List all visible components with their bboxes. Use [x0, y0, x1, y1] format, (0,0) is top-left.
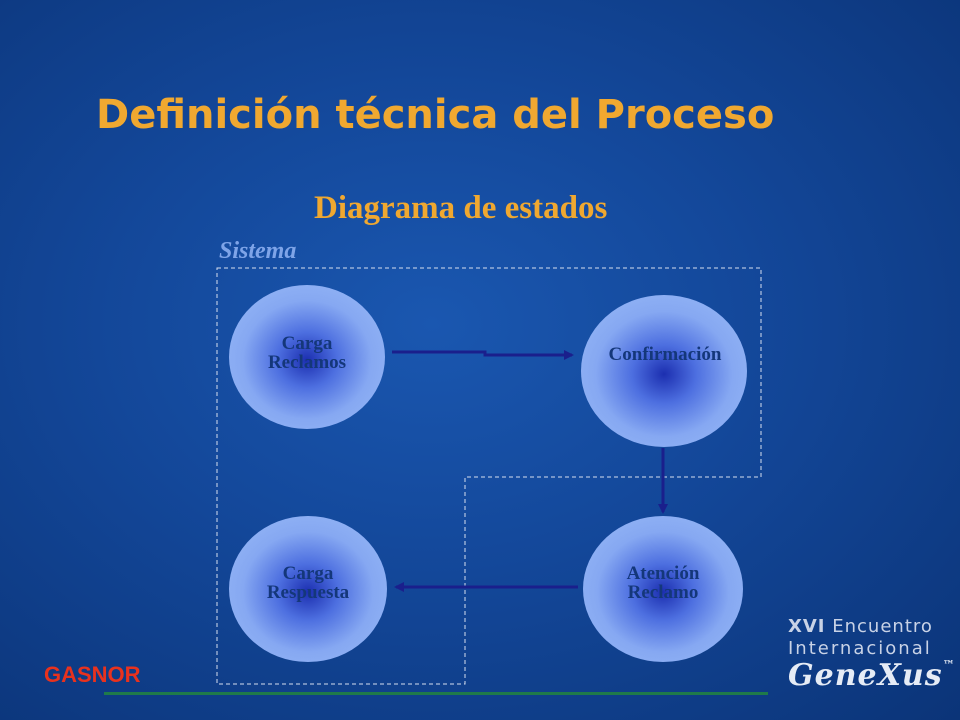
state-node-confirmacion	[581, 295, 747, 447]
state-node-carga-reclamos	[229, 285, 385, 429]
node-label-line: Carga	[281, 333, 333, 354]
node-label-line: Reclamos	[267, 352, 347, 373]
system-boundary-label: Sistema	[219, 238, 297, 264]
state-node-carga-respuesta	[229, 516, 387, 662]
node-label-atencion-reclamo: Atención Reclamo	[603, 564, 723, 602]
logo-trademark: ™	[942, 658, 956, 672]
node-label-carga-respuesta: Carga Respuesta	[248, 564, 368, 602]
logo-line-genexus: GeneXus™	[788, 658, 956, 693]
node-label-line: Respuesta	[266, 582, 350, 603]
logo-edition-number: XVI	[788, 616, 826, 637]
footer-divider	[104, 692, 768, 695]
node-label-line: Atención	[626, 563, 700, 584]
logo-line-international: Internacional	[788, 638, 932, 659]
node-label-carga-reclamos: Carga Reclamos	[247, 334, 367, 372]
node-label-line: Carga	[282, 563, 334, 584]
logo-line-edition: XVI Encuentro	[788, 616, 933, 637]
node-label-line: Confirmación	[608, 344, 722, 365]
gasnor-brand: GASNOR	[44, 662, 141, 687]
slide-title: Definición técnica del Proceso	[96, 92, 775, 138]
transition-arrow-carga-to-confirmacion	[392, 350, 574, 360]
logo-genexus-word: GeneXus	[788, 658, 943, 693]
node-label-line: Reclamo	[627, 582, 699, 603]
node-label-confirmacion: Confirmación	[582, 345, 748, 364]
logo-edition-word: Encuentro	[832, 616, 933, 637]
genexus-event-logo: XVI Encuentro Internacional GeneXus™	[782, 612, 955, 693]
diagram-subtitle: Diagrama de estados	[314, 190, 608, 226]
state-node-atencion-reclamo	[583, 516, 743, 662]
